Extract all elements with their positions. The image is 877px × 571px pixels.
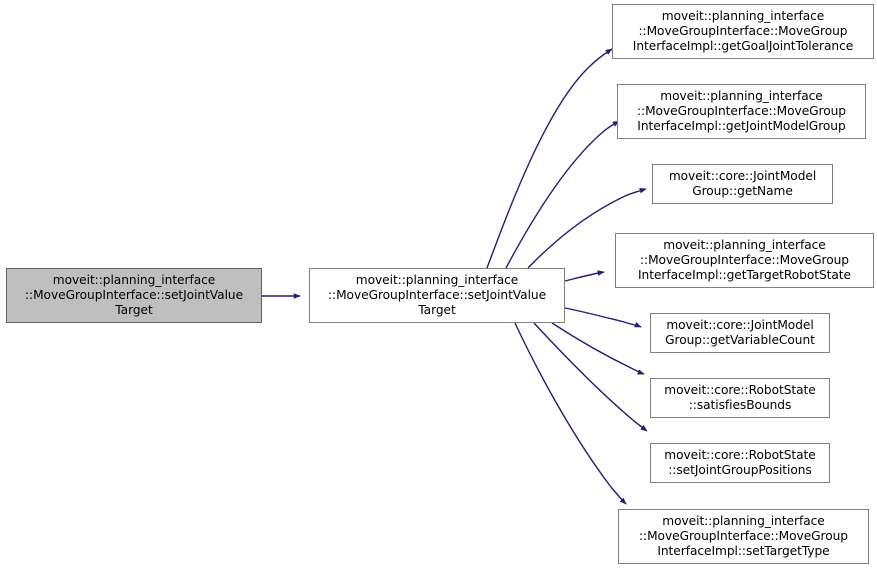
graph-node-root[interactable]: moveit::planning_interface ::MoveGroupIn… bbox=[309, 268, 565, 323]
graph-node-caller[interactable]: moveit::planning_interface ::MoveGroupIn… bbox=[6, 268, 262, 323]
edge-root-to-getGoalJointTolerance bbox=[486, 48, 613, 269]
edge-root-to-getVariableCount bbox=[564, 307, 642, 328]
graph-node-getTargetRobotState[interactable]: moveit::planning_interface ::MoveGroupIn… bbox=[615, 233, 874, 288]
graph-node-setTargetType[interactable]: moveit::planning_interface ::MoveGroupIn… bbox=[618, 509, 869, 564]
graph-node-setJointGroupPositions[interactable]: moveit::core::RobotState ::setJointGroup… bbox=[650, 443, 830, 483]
edge-root-to-getTargetRobotState bbox=[564, 270, 605, 282]
graph-node-getJointModelGroup[interactable]: moveit::planning_interface ::MoveGroupIn… bbox=[617, 84, 866, 139]
edge-root-to-setJointGroupPositions bbox=[533, 322, 648, 432]
edge-root-to-getJointModelGroup bbox=[505, 120, 620, 269]
graph-node-getVariableCount[interactable]: moveit::core::JointModel Group::getVaria… bbox=[650, 313, 830, 353]
graph-node-getGoalJointTolerance[interactable]: moveit::planning_interface ::MoveGroupIn… bbox=[612, 4, 874, 59]
edge-root-to-setTargetType bbox=[514, 322, 627, 505]
graph-node-getName[interactable]: moveit::core::JointModel Group::getName bbox=[652, 164, 833, 204]
graph-node-satisfiesBounds[interactable]: moveit::core::RobotState ::satisfiesBoun… bbox=[650, 378, 830, 418]
edge-root-to-satisfiesBounds bbox=[551, 322, 645, 375]
